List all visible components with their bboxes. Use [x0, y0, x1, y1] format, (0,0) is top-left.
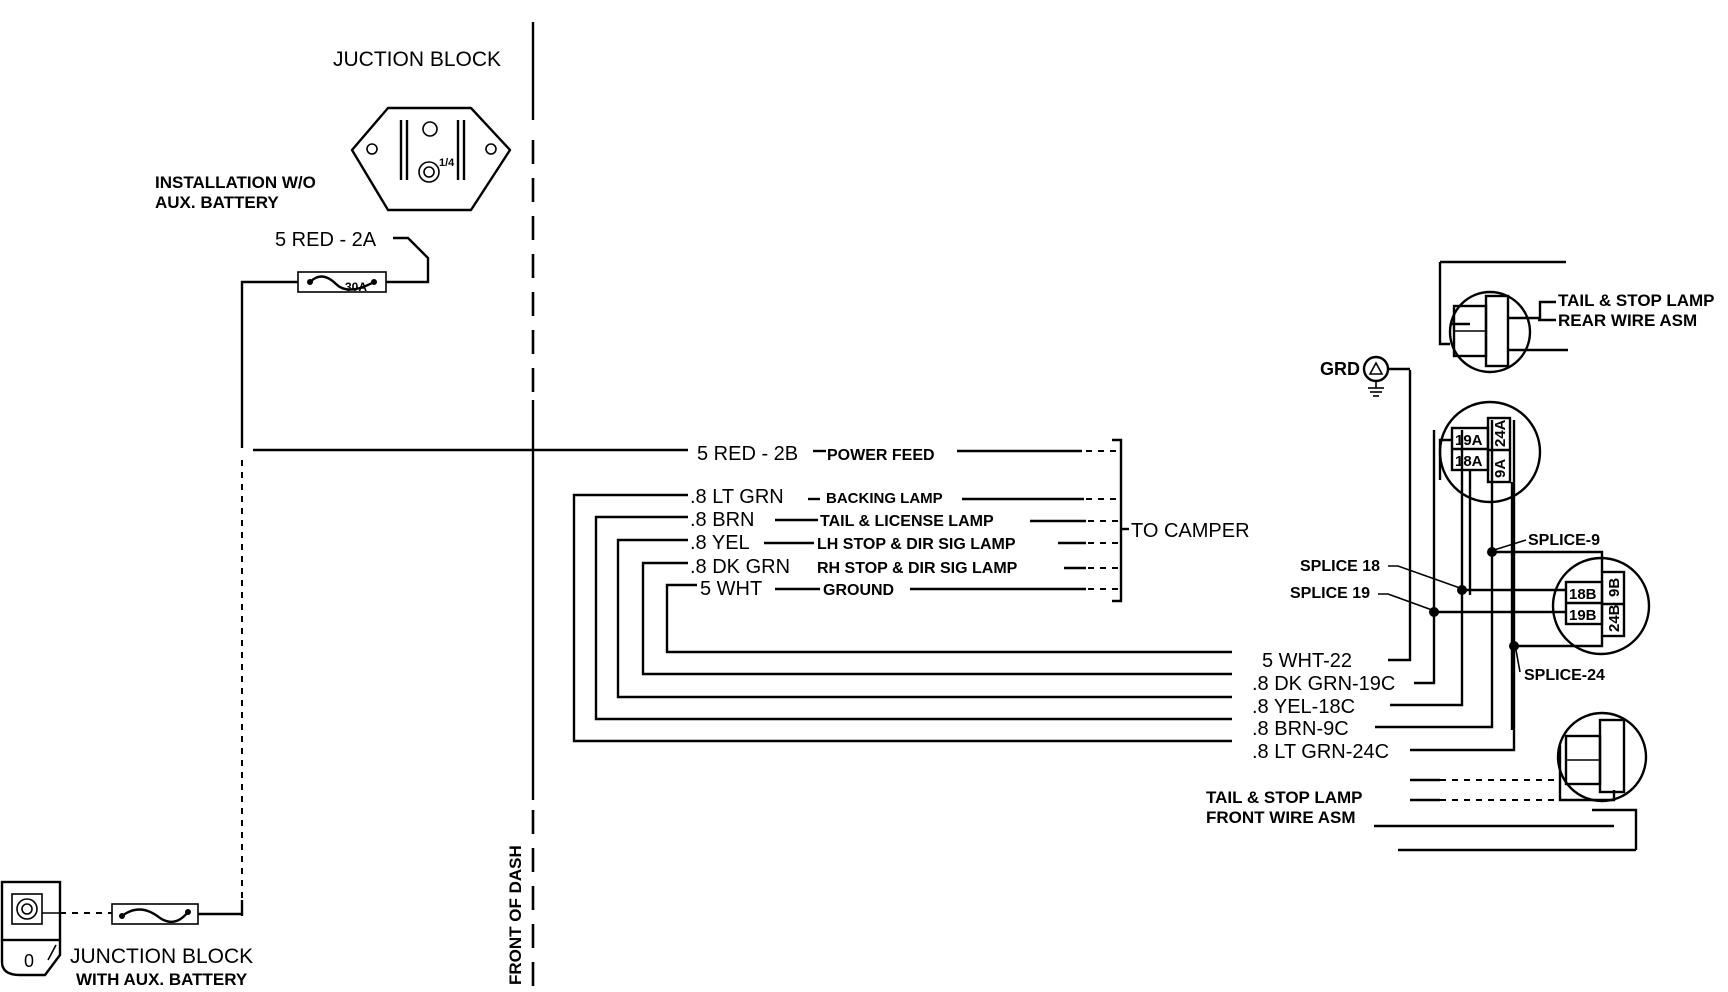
- block-zero-label: 0: [24, 951, 34, 971]
- junction-block-top: [350, 106, 512, 212]
- connector-b: [1551, 556, 1651, 656]
- junction-block-bottom: [0, 880, 62, 977]
- tail-stop-rear-label-1: TAIL & STOP LAMP: [1558, 291, 1714, 310]
- installation-label-1: INSTALLATION W/O: [155, 173, 316, 192]
- splice-19-label: SPLICE 19: [1290, 585, 1370, 602]
- connector-b-19b: 19B: [1569, 607, 1597, 624]
- tail-stop-front-connector: [1556, 711, 1648, 850]
- camper-wire-4-name: .8 DK GRN: [690, 556, 790, 578]
- tail-stop-rear-label-2: REAR WIRE ASM: [1558, 311, 1697, 330]
- splice-24-label: SPLICE-24: [1524, 667, 1605, 684]
- connector-a-24a: 24A: [1492, 419, 1509, 447]
- grd-label: GRD: [1320, 359, 1360, 379]
- splice-9-label: SPLICE-9: [1528, 532, 1600, 549]
- camper-wire-5-function: GROUND: [823, 582, 894, 599]
- rear-wire-4: .8 LT GRN-24C: [1252, 741, 1389, 763]
- tail-stop-rear-connector: [1438, 260, 1568, 374]
- connector-a-19a: 19A: [1455, 432, 1483, 449]
- camper-wire-0-name: 5 RED - 2B: [697, 443, 798, 465]
- installation-label-2: AUX. BATTERY: [155, 193, 279, 212]
- connector-a-9a: 9A: [1492, 459, 1509, 478]
- camper-wire-2-function: TAIL & LICENSE LAMP: [820, 513, 994, 530]
- fuse-30a: [297, 271, 387, 293]
- tail-stop-front-label-1: TAIL & STOP LAMP: [1206, 788, 1362, 807]
- camper-wire-4-function: RH STOP & DIR SIG LAMP: [817, 560, 1018, 577]
- tail-stop-front-label-2: FRONT WIRE ASM: [1206, 808, 1356, 827]
- front-of-dash-label: FRONT OF DASH: [506, 845, 525, 985]
- rear-wire-2: .8 YEL-18C: [1252, 696, 1355, 718]
- camper-wire-2-name: .8 BRN: [690, 509, 754, 531]
- rear-wire-1: .8 DK GRN-19C: [1252, 673, 1395, 695]
- ground-symbol: [1362, 355, 1390, 397]
- connector-a: [1438, 400, 1542, 504]
- camper-wire-1-name: .8 LT GRN: [690, 486, 784, 508]
- red-2a-label: 5 RED - 2A: [275, 229, 377, 251]
- splice-18-label: SPLICE 18: [1300, 558, 1380, 575]
- to-camper-bracket: [1112, 438, 1123, 603]
- rear-wire-3: .8 BRN-9C: [1252, 718, 1349, 740]
- quarter-label: 1/4: [439, 157, 455, 169]
- rear-wire-0: 5 WHT-22: [1262, 650, 1352, 672]
- connector-a-18a: 18A: [1455, 453, 1483, 470]
- camper-wire-3-function: LH STOP & DIR SIG LAMP: [817, 536, 1016, 553]
- connector-b-18b: 18B: [1569, 586, 1597, 603]
- fuse-30a-label: 30A: [345, 280, 367, 294]
- junction-block-bottom-label-1: JUNCTION BLOCK: [70, 945, 253, 968]
- connector-b-9b: 9B: [1606, 578, 1623, 597]
- camper-wire-5-name: 5 WHT: [700, 578, 762, 600]
- camper-wire-3-name: .8 YEL: [690, 532, 750, 554]
- connector-b-24b: 24B: [1606, 604, 1623, 632]
- junction-block-top-label: JUCTION BLOCK: [333, 48, 501, 71]
- junction-block-bottom-label-2: WITH AUX. BATTERY: [76, 970, 248, 989]
- fuse-aux: [111, 903, 199, 925]
- camper-wire-1-function: BACKING LAMP: [826, 490, 943, 507]
- camper-wire-0-function: POWER FEED: [827, 447, 935, 464]
- to-camper-label: TO CAMPER: [1131, 520, 1250, 542]
